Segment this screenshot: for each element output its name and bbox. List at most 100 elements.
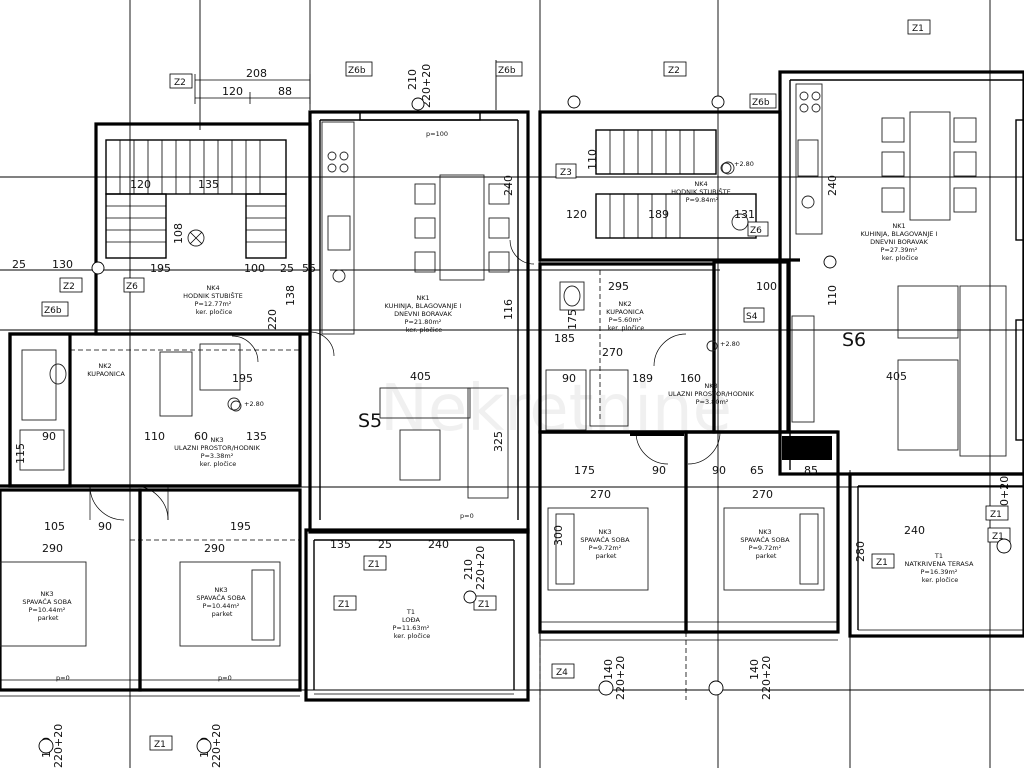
p0-b: p=0 bbox=[218, 674, 232, 682]
tag-z6-a: Z6 bbox=[126, 282, 138, 292]
level-3: +2.80 bbox=[244, 400, 264, 408]
tag-z1-g: Z1 bbox=[992, 532, 1004, 542]
tag-z4: Z4 bbox=[556, 668, 568, 678]
dim-195-b: 195 bbox=[230, 520, 251, 533]
dim-110-b: 110 bbox=[144, 430, 165, 443]
dim-220: 220 bbox=[266, 309, 279, 330]
dim-140-b2: 140 bbox=[602, 659, 615, 680]
room-bath-left: NK2 KUPAONICA bbox=[87, 362, 125, 378]
dim-220-bl: 220+20 bbox=[52, 724, 65, 768]
tag-z6b-c: Z6b bbox=[752, 98, 770, 108]
tag-z1-e: Z1 bbox=[990, 510, 1002, 520]
dim-25-c: 25 bbox=[378, 538, 392, 551]
dimension-numbers: 135 120 195 100 25 55 405 325 240 116 24… bbox=[14, 149, 925, 562]
tag-z6b-d: Z6b bbox=[44, 306, 62, 316]
dim-195-c: 195 bbox=[232, 372, 253, 385]
kitchen-counter-s5 bbox=[321, 121, 355, 335]
dim-180: 189 bbox=[632, 372, 653, 385]
terrace-right bbox=[848, 472, 1024, 638]
doors bbox=[89, 239, 721, 521]
dim-85: 85 bbox=[804, 464, 818, 477]
label-s6: S6 bbox=[842, 329, 866, 351]
stairs-left bbox=[94, 122, 312, 336]
dim-220-top: 220+20 bbox=[420, 64, 433, 108]
dining-table-s5 bbox=[414, 174, 510, 281]
bedrooms-left bbox=[0, 488, 302, 697]
dim-55-a: 55 bbox=[302, 262, 316, 275]
dim-88: 88 bbox=[278, 85, 292, 98]
dim-195-a: 195 bbox=[150, 262, 171, 275]
dim-116: 116 bbox=[502, 299, 515, 320]
dim-135-c: 135 bbox=[246, 430, 267, 443]
watermark: Nekretnine bbox=[380, 372, 732, 446]
room-bath-mid: NK2 KUPAONICA P=5.60m² ker. pločice bbox=[606, 300, 646, 332]
living-furniture-s5 bbox=[379, 387, 509, 499]
tag-z1-top: Z1 bbox=[912, 24, 924, 34]
walls-s5 bbox=[304, 110, 530, 702]
dim-189: 189 bbox=[648, 208, 669, 221]
p100: p=100 bbox=[426, 130, 448, 138]
dim-105: 105 bbox=[44, 520, 65, 533]
dim-120-b: 120 bbox=[566, 208, 587, 221]
tag-z6b-b: Z6b bbox=[498, 66, 516, 76]
dim-240-d: 240 bbox=[904, 524, 925, 537]
room-bed-l2: NK3 SPAVAĆA SOBA P=10.44m² parket bbox=[196, 586, 247, 618]
room-labels: NK1 KUHINJA, BLAGOVANJE I DNEVNI BORAVAK… bbox=[22, 180, 976, 640]
dim-280: 280 bbox=[854, 541, 867, 562]
dim-90-b: 90 bbox=[42, 430, 56, 443]
tag-z6-b: Z6 bbox=[750, 226, 762, 236]
dim-90-d: 90 bbox=[652, 464, 666, 477]
dim-90-a: 90 bbox=[98, 520, 112, 533]
tag-z2-b: Z2 bbox=[668, 66, 680, 76]
tag-s4: S4 bbox=[746, 312, 758, 322]
dim-220-b3: 220+20 bbox=[760, 656, 773, 700]
dim-220-mid: 220+20 bbox=[474, 546, 487, 590]
dim-240-a: 240 bbox=[502, 175, 515, 196]
dim-131: 131 bbox=[734, 208, 755, 221]
zone-tags: Z2 Z6b Z6b Z2 Z1 Z6b Z3 Z2 Z6b Z6 Z6 S4 … bbox=[41, 19, 1011, 751]
room-kitchen-s5: NK1 KUHINJA, BLAGOVANJE I DNEVNI BORAVAK… bbox=[385, 294, 464, 334]
dim-100-b: 100 bbox=[756, 280, 777, 293]
level-1: +2.80 bbox=[734, 160, 754, 168]
dim-135-b: 135 bbox=[330, 538, 351, 551]
dim-175-b: 175 bbox=[566, 309, 579, 330]
dim-130: 130 bbox=[52, 258, 73, 271]
dim-110-c: 110 bbox=[586, 149, 599, 170]
room-terrace: T1 NATKRIVENA TERASA P=16.39m² ker. ploč… bbox=[905, 552, 976, 584]
p0-a: p=0 bbox=[56, 674, 70, 682]
room-kitchen-s6: NK1 KUHINJA, BLAGOVANJE I DNEVNI BORAVAK… bbox=[861, 222, 940, 262]
dim-270-a: 270 bbox=[590, 488, 611, 501]
dim-65: 65 bbox=[750, 464, 764, 477]
tag-z1-a: Z1 bbox=[368, 560, 380, 570]
dim-270-c: 270 bbox=[602, 346, 623, 359]
dimension-chain-top: 208 120 88 25 130 bbox=[0, 67, 311, 271]
dim-175: 175 bbox=[574, 464, 595, 477]
dim-405-b: 405 bbox=[886, 370, 907, 383]
dim-290-b: 290 bbox=[204, 542, 225, 555]
dim-100-a: 100 bbox=[244, 262, 265, 275]
tag-z1-b: Z1 bbox=[338, 600, 350, 610]
dim-325: 325 bbox=[492, 431, 505, 452]
tag-z1-c: Z1 bbox=[478, 600, 490, 610]
dim-240-b: 240 bbox=[428, 538, 449, 551]
dim-135-a: 135 bbox=[198, 178, 219, 191]
room-hall-mid: NK3 ULAZNI PROSTOR/HODNIK P=3.80m² bbox=[668, 382, 756, 406]
room-bed-l1: NK3 SPAVAĆA SOBA P=10.44m² parket bbox=[22, 590, 73, 622]
sill-labels: p=100 p=0 p=0 p=0 bbox=[56, 130, 474, 682]
grid-markers bbox=[38, 95, 1012, 754]
dim-185: 185 bbox=[554, 332, 575, 345]
tag-z1-d: Z1 bbox=[154, 740, 166, 750]
dim-140-b3: 140 bbox=[748, 659, 761, 680]
label-s5: S5 bbox=[358, 410, 382, 432]
dim-210-top: 210 bbox=[406, 69, 419, 90]
dim-120: 120 bbox=[222, 85, 243, 98]
level-markers: +2.80 +2.80 +2.80 bbox=[230, 160, 754, 412]
dim-108: 108 bbox=[172, 223, 185, 244]
room-stairs-left: NK4 HODNIK STUBIŠTE P=12.77m² ker. ploči… bbox=[183, 284, 245, 316]
dim-290-a: 290 bbox=[42, 542, 63, 555]
dim-25-b: 25 bbox=[280, 262, 294, 275]
room-loggia: T1 LOĐA P=11.63m² ker. pločice bbox=[393, 608, 432, 640]
dim-295: 295 bbox=[608, 280, 629, 293]
dim-60: 60 bbox=[194, 430, 208, 443]
room-stairs-right: NK4 HODNIK STUBIŠTE P=9.84m² bbox=[671, 180, 733, 204]
